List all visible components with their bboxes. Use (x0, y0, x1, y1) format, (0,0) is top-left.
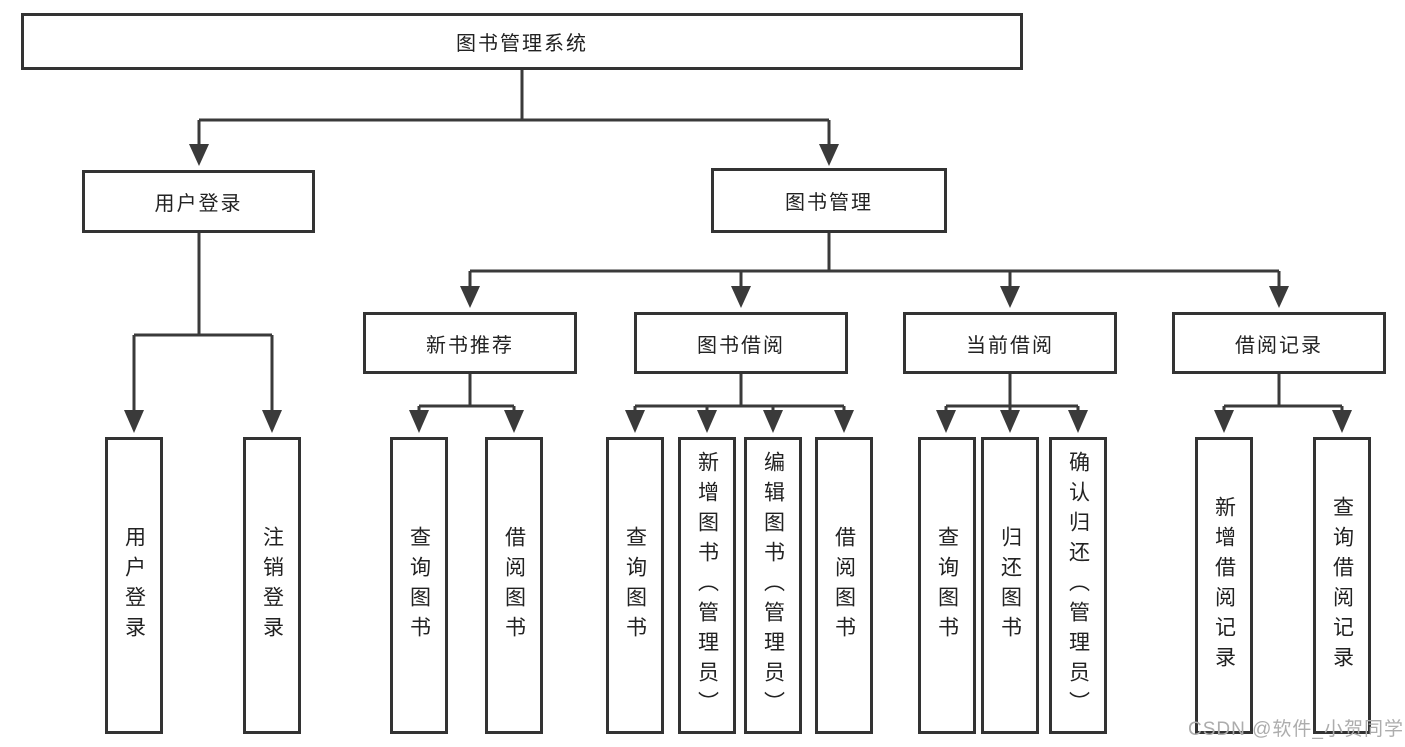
leaf-logout: 注销登录 (243, 437, 301, 734)
node-new-book-recommend: 新书推荐 (363, 312, 577, 374)
leaf-borrow-borrow-book: 借阅图书 (815, 437, 873, 734)
leaf-borrow-add-book-admin: 新增图书（管理员） (678, 437, 736, 734)
leaf-records-query-record: 查询借阅记录 (1313, 437, 1371, 734)
leaf-current-return-book: 归还图书 (981, 437, 1039, 734)
leaf-recommend-borrow-book: 借阅图书 (485, 437, 543, 734)
node-user-login: 用户登录 (82, 170, 315, 233)
node-root-system: 图书管理系统 (21, 13, 1023, 70)
leaf-user-login: 用户登录 (105, 437, 163, 734)
leaf-borrow-query-book: 查询图书 (606, 437, 664, 734)
leaf-current-confirm-return-admin: 确认归还（管理员） (1049, 437, 1107, 734)
csdn-watermark: CSDN @软件_小贺同学 (1188, 719, 1404, 740)
node-book-management: 图书管理 (711, 168, 947, 233)
node-borrow-records: 借阅记录 (1172, 312, 1386, 374)
leaf-recommend-query-book: 查询图书 (390, 437, 448, 734)
leaf-current-query-book: 查询图书 (918, 437, 976, 734)
leaf-records-add-record: 新增借阅记录 (1195, 437, 1253, 734)
leaf-borrow-edit-book-admin: 编辑图书（管理员） (744, 437, 802, 734)
node-current-borrow: 当前借阅 (903, 312, 1117, 374)
node-book-borrow: 图书借阅 (634, 312, 848, 374)
